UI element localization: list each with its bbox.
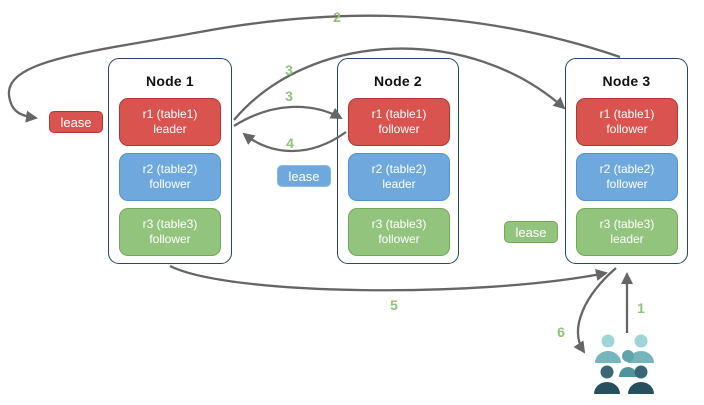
replica-role: follower xyxy=(378,232,420,246)
arrow-step2-node3-to-lease1 xyxy=(7,14,621,123)
replica-name: r2 (table2) xyxy=(371,162,427,176)
node2-r3-follower: r3 (table3) follower xyxy=(348,208,450,256)
node-2-box: Node 2 r1 (table1) follower r2 (table2) … xyxy=(337,58,459,264)
replica-role: leader xyxy=(382,177,416,191)
replica-role: leader xyxy=(153,122,187,136)
lease-badge-table3: lease xyxy=(504,221,558,243)
node3-r2-follower: r2 (table2) follower xyxy=(576,153,678,201)
arrow-step5-node1-to-node3r3 xyxy=(169,264,608,292)
replica-role: follower xyxy=(606,177,648,191)
replica-role: follower xyxy=(606,122,648,136)
step-label-1: 1 xyxy=(637,300,645,316)
replica-name: r3 (table3) xyxy=(371,217,427,231)
replica-name: r1 (table1) xyxy=(599,107,655,121)
arrow-step6-node3r3-to-users xyxy=(573,267,617,354)
replica-name: r2 (table2) xyxy=(599,162,655,176)
replica-role: follower xyxy=(149,177,191,191)
node-1-title: Node 1 xyxy=(146,73,194,89)
replica-name: r3 (table3) xyxy=(599,217,655,231)
node-3-title: Node 3 xyxy=(602,73,651,89)
node-3-box: Node 3 r1 (table1) follower r2 (table2) … xyxy=(565,58,688,264)
lease-badge-table1: lease xyxy=(49,111,103,133)
node1-r1-leader: r1 (table1) leader xyxy=(119,98,221,146)
arrow-step3-node1r1-to-node2r1 xyxy=(233,105,343,127)
node-2-title: Node 2 xyxy=(374,73,422,89)
step-label-5: 5 xyxy=(390,297,398,313)
replica-role: follower xyxy=(378,122,420,136)
step-label-6: 6 xyxy=(557,324,565,340)
users-icon xyxy=(594,334,654,394)
node2-r1-follower: r1 (table1) follower xyxy=(348,98,450,146)
replica-role: follower xyxy=(149,232,191,246)
step-label-4: 4 xyxy=(286,135,294,151)
node3-r3-leader: r3 (table3) leader xyxy=(576,208,678,256)
lease-badge-table2: lease xyxy=(277,165,331,187)
replica-name: r1 (table1) xyxy=(371,107,427,121)
node3-r1-follower: r1 (table1) follower xyxy=(576,98,678,146)
node1-r3-follower: r3 (table3) follower xyxy=(119,208,221,256)
replica-name: r1 (table1) xyxy=(142,107,198,121)
replica-name: r2 (table2) xyxy=(142,162,198,176)
replica-role: leader xyxy=(610,232,644,246)
step-label-2: 2 xyxy=(333,9,341,25)
node1-r2-follower: r2 (table2) follower xyxy=(119,153,221,201)
replica-name: r3 (table3) xyxy=(142,217,198,231)
node-1-box: Node 1 r1 (table1) leader r2 (table2) fo… xyxy=(108,58,232,264)
step-label-3b: 3 xyxy=(285,88,293,104)
arrow-step4-node2r1-to-node1r1 xyxy=(242,131,347,153)
step-label-3a: 3 xyxy=(285,62,293,78)
node2-r2-leader: r2 (table2) leader xyxy=(348,153,450,201)
